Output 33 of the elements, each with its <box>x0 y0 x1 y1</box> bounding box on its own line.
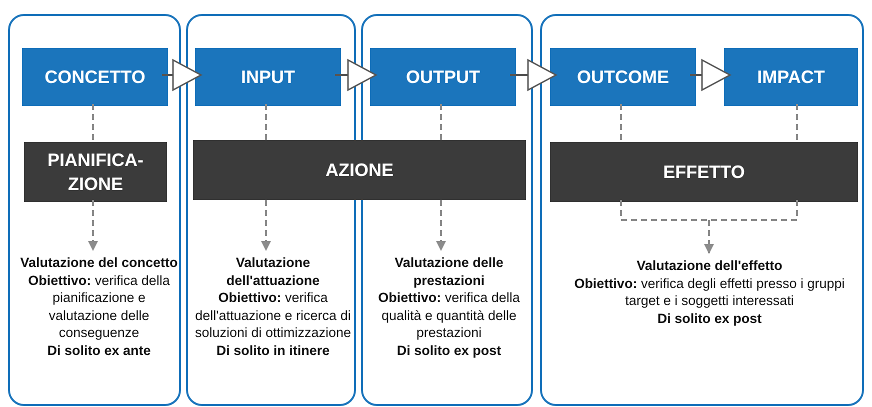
timing-note: Di solito ex post <box>656 310 763 328</box>
connector-line <box>265 104 267 140</box>
objective-text: Obiettivo: verifica della pianificazione e valutazione delle conseguenze <box>27 272 171 342</box>
objective-text: Obiettivo: verifica dell'attuazione e ricerca di soluzioni di ottimizzazione <box>194 289 352 342</box>
arrow <box>620 199 798 254</box>
stage-box: OUTPUT <box>370 48 516 106</box>
timing-note: Di solito ex post <box>396 342 502 360</box>
arrow <box>436 200 446 251</box>
arrow <box>261 200 271 251</box>
stage-box: IMPACT <box>724 48 858 106</box>
stage-box: INPUT <box>195 48 341 106</box>
phase-panel <box>540 14 864 406</box>
chevron-arrow <box>690 59 731 91</box>
connector-line <box>620 104 622 140</box>
objective-text: Obiettivo: verifica della qualità e quantità delle prestazioni <box>377 289 521 342</box>
objective-text: Obiettivo: verifica degli effetti presso i gruppi target e i soggetti interessati <box>573 274 846 310</box>
stage-box: CONCETTO <box>22 48 168 106</box>
arrow <box>88 200 98 251</box>
connector-line <box>92 104 94 140</box>
phase-bar: AZIONE <box>193 140 526 200</box>
stage-box: OUTCOME <box>550 48 696 106</box>
timing-note: Di solito ex ante <box>46 342 152 360</box>
phase-bar: PIANIFICA-ZIONE <box>24 142 167 202</box>
chevron-arrow <box>335 59 377 91</box>
phase-panel <box>8 14 181 406</box>
timing-note: Di solito in itinere <box>215 342 331 360</box>
chevron-arrow <box>510 59 557 91</box>
connector-line <box>440 104 442 140</box>
chevron-arrow <box>162 59 202 91</box>
evaluation-heading: Valutazione del concetto <box>20 254 178 272</box>
connector-line <box>796 104 798 140</box>
phase-bar: EFFETTO <box>550 142 858 202</box>
evaluation-heading: Valutazione dell'effetto <box>636 257 784 275</box>
